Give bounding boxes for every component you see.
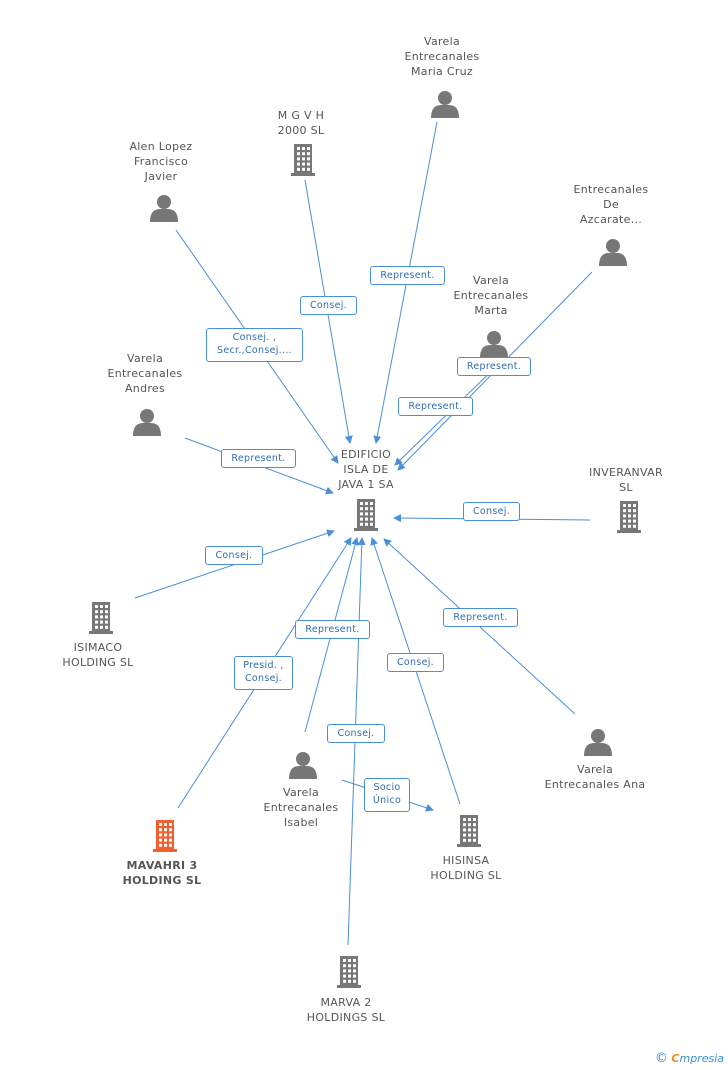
edge-label-mavahri[interactable]: Presid. , Consej. [234, 656, 293, 690]
node-label-hisinsa[interactable]: HISINSA HOLDING SL [430, 854, 502, 882]
node-label-andres[interactable]: Varela Entrecanales Andres [107, 352, 183, 395]
edge-label-ana[interactable]: Represent. [443, 608, 518, 627]
edge-label-alen[interactable]: Consej. , Secr.,Consej.... [206, 328, 303, 362]
brand-name: mpresia [679, 1052, 724, 1065]
edge-label-marva[interactable]: Consej. [327, 724, 385, 743]
node-azcarate-person-icon[interactable] [599, 239, 627, 266]
edge-label-cruz[interactable]: Represent. [370, 266, 445, 285]
node-label-center[interactable]: EDIFICIO ISLA DE JAVA 1 SA [338, 448, 394, 491]
edge-label-hisinsa[interactable]: Consej. [387, 653, 444, 672]
node-inveranvar-building-icon[interactable] [617, 501, 641, 533]
node-label-azcarate[interactable]: Entrecanales De Azcarate... [573, 183, 649, 226]
edge-label-mgvh[interactable]: Consej. [300, 296, 357, 315]
node-isimaco-building-icon[interactable] [89, 602, 113, 634]
node-label-marta[interactable]: Varela Entrecanales Marta [453, 274, 529, 317]
node-hisinsa-building-icon[interactable] [457, 815, 481, 847]
node-label-alen[interactable]: Alen Lopez Francisco Javier [129, 140, 193, 183]
edge-label-isabel[interactable]: Represent. [295, 620, 370, 639]
node-marva-building-icon[interactable] [337, 956, 361, 988]
node-label-ana[interactable]: Varela Entrecanales Ana [544, 763, 646, 791]
node-isabel-person-icon[interactable] [289, 752, 317, 779]
node-cruz-person-icon[interactable] [431, 91, 459, 118]
node-mavahri-building-icon[interactable] [153, 820, 177, 852]
node-label-mgvh[interactable]: M G V H 2000 SL [277, 109, 325, 137]
node-center-building-icon[interactable] [354, 499, 378, 531]
node-mgvh-building-icon[interactable] [291, 144, 315, 176]
node-label-cruz[interactable]: Varela Entrecanales Maria Cruz [404, 35, 480, 78]
node-label-isabel[interactable]: Varela Entrecanales Isabel [263, 786, 339, 829]
edge-label-inveranvar[interactable]: Consej. [463, 502, 520, 521]
node-label-inveranvar[interactable]: INVERANVAR SL [589, 466, 663, 494]
node-alen-person-icon[interactable] [150, 195, 178, 222]
node-ana-person-icon[interactable] [584, 729, 612, 756]
node-label-isimaco[interactable]: ISIMACO HOLDING SL [62, 641, 134, 669]
node-label-mavahri[interactable]: MAVAHRI 3 HOLDING SL [122, 859, 202, 887]
copyright-icon: © [654, 1051, 668, 1066]
node-label-marva[interactable]: MARVA 2 HOLDINGS SL [306, 996, 386, 1024]
edge-label-isimaco[interactable]: Consej. [205, 546, 263, 565]
node-marta-person-icon[interactable] [480, 331, 508, 358]
edge-label-andres[interactable]: Represent. [221, 449, 296, 468]
edge-label-isabel[interactable]: Socio Único [364, 778, 410, 812]
edge-label-marta[interactable]: Represent. [457, 357, 531, 376]
edge-label-azcarate[interactable]: Represent. [398, 397, 473, 416]
footer-brand: © Cmpresia [655, 1051, 724, 1066]
node-andres-person-icon[interactable] [133, 409, 161, 436]
brand-initial: C [671, 1052, 680, 1065]
